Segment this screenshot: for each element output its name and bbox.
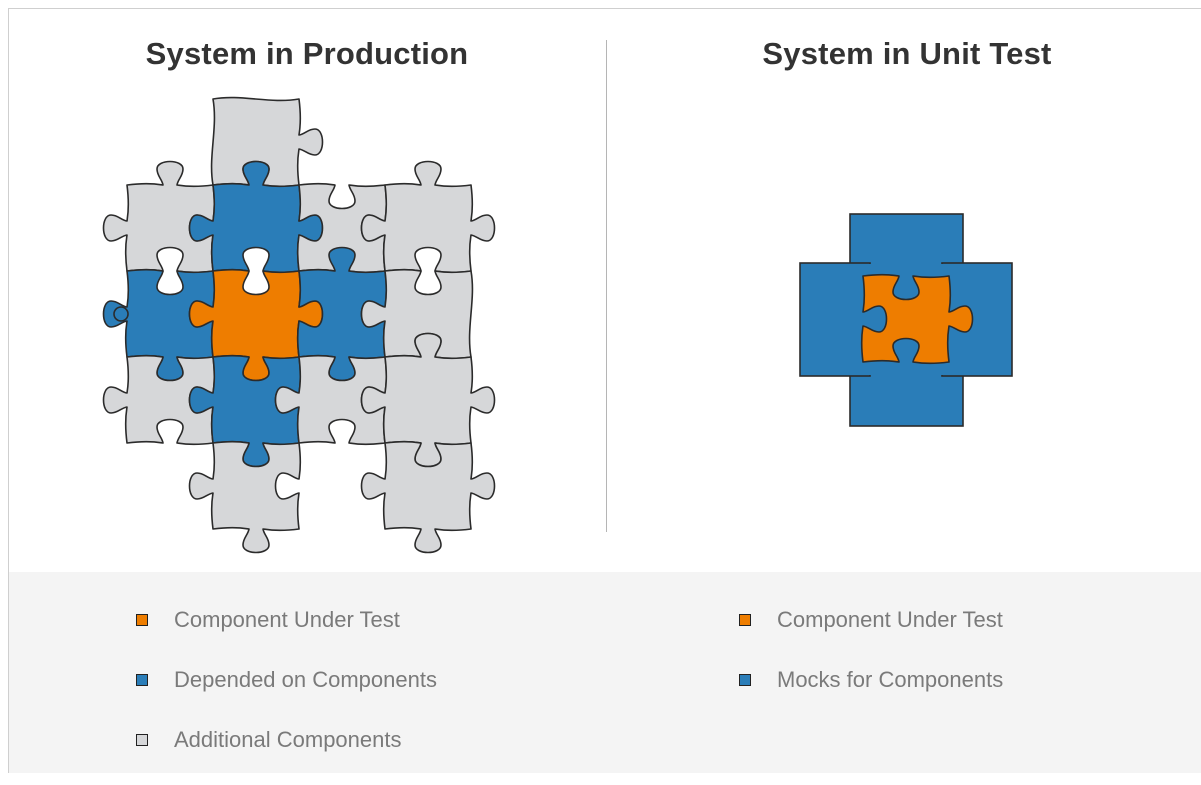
unit-test-title: System in Unit Test (762, 36, 1052, 71)
gray-swatch-icon (136, 734, 148, 746)
legend-label: Additional Components (174, 727, 402, 752)
additional-piece-icon (188, 440, 302, 554)
additional-piece-icon (360, 440, 496, 554)
depended-knob-icon (113, 306, 129, 322)
orange-swatch-icon (739, 614, 751, 626)
production-legend: Component Under Test Depended on Compone… (126, 605, 437, 785)
legend-label: Depended on Components (174, 667, 437, 692)
legend-label: Mocks for Components (777, 667, 1004, 692)
blue-swatch-icon (136, 674, 148, 686)
production-title: System in Production (145, 36, 469, 71)
unit-test-legend: Component Under Test Mocks for Component… (729, 605, 1003, 725)
legend-item-component-under-test: Component Under Test (729, 605, 1003, 635)
legend-label: Component Under Test (777, 607, 1003, 632)
legend-panel (9, 572, 1201, 773)
blue-swatch-icon (739, 674, 751, 686)
legend-item-depended-on-components: Depended on Components (126, 665, 437, 695)
orange-swatch-icon (136, 614, 148, 626)
production-puzzle-diagram (102, 96, 496, 554)
legend-item-component-under-test: Component Under Test (126, 605, 437, 635)
legend-label: Component Under Test (174, 607, 400, 632)
panel-divider (606, 40, 607, 532)
legend-item-mocks-for-components: Mocks for Components (729, 665, 1003, 695)
legend-item-additional-components: Additional Components (126, 725, 437, 755)
